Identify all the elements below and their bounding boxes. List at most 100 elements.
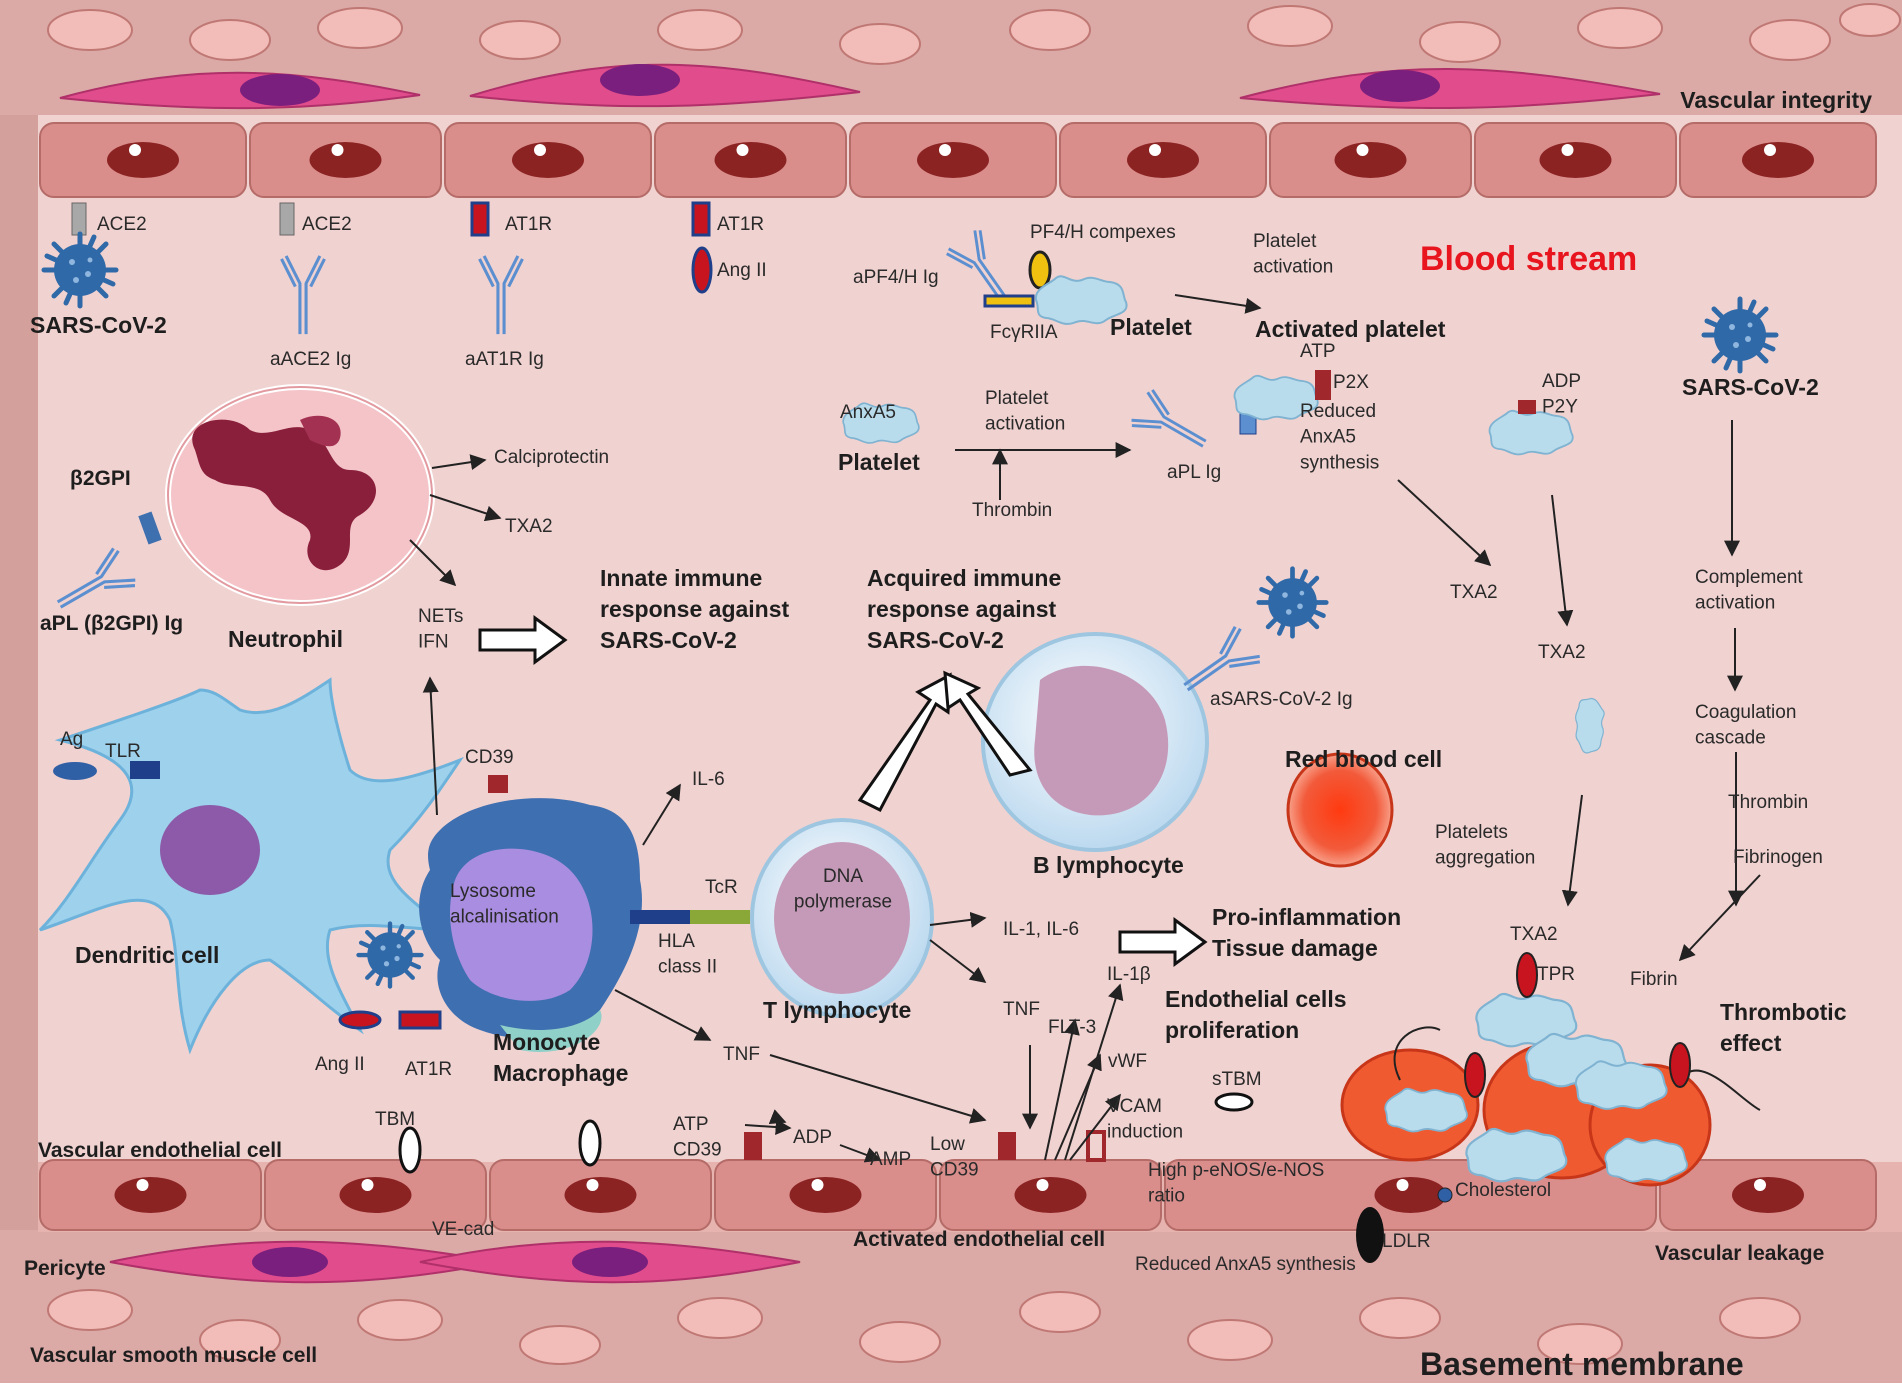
label-t-lymphocyte: T lymphocyte bbox=[763, 997, 911, 1023]
endothelium-bottom bbox=[38, 1159, 1902, 1232]
label-aat1r-ig: aAT1R Ig bbox=[465, 349, 544, 370]
label-tlr: TLR bbox=[105, 741, 141, 762]
label-vwf: vWF bbox=[1108, 1051, 1147, 1072]
ace2-receptor-2 bbox=[279, 202, 295, 236]
sars-cov2-virus-right bbox=[1704, 299, 1776, 371]
label-adp-bottom: ADP bbox=[793, 1127, 832, 1148]
label-apf4h-ig: aPF4/H Ig bbox=[853, 267, 939, 288]
left-vessel-wall bbox=[0, 0, 38, 1383]
smooth-muscle-ovals-bottom bbox=[47, 1289, 1801, 1365]
ang2-molecule-top bbox=[691, 246, 713, 294]
sars-cov2-virus-b-cell bbox=[1259, 569, 1327, 637]
label-sars-left: SARS-CoV-2 bbox=[30, 312, 167, 338]
thrombus-cluster bbox=[1340, 952, 1761, 1203]
stbm-marker bbox=[1214, 1092, 1254, 1112]
monocyte-macrophage-cell bbox=[419, 775, 750, 1052]
sars-cov2-virus-left bbox=[44, 234, 116, 306]
label-vascular-integrity: Vascular integrity bbox=[1680, 87, 1872, 113]
innate-hollow-arrow bbox=[478, 615, 568, 665]
label-calciprotectin: Calciprotectin bbox=[494, 447, 609, 468]
ldlr-receptor bbox=[1356, 1207, 1384, 1263]
at1r-receptor-1 bbox=[470, 201, 490, 237]
p2y-platelet bbox=[1488, 400, 1574, 456]
label-ag: Ag bbox=[60, 729, 83, 750]
label-fibrin: Fibrin bbox=[1630, 969, 1678, 990]
at1r-receptor-2 bbox=[691, 201, 711, 237]
label-basement: Basement membrane bbox=[1420, 1346, 1744, 1382]
inflammation-hollow-arrow bbox=[1118, 917, 1208, 967]
label-activated-endo: Activated endothelial cell bbox=[853, 1228, 1105, 1251]
label-tcr: TcR bbox=[705, 877, 738, 898]
label-reduced-anxa5-bottom: Reduced AnxA5 synthesis bbox=[1135, 1254, 1356, 1275]
label-apl-b2gpi: aPL (β2GPI) Ig bbox=[40, 612, 183, 635]
label-blood-stream: Blood stream bbox=[1420, 240, 1637, 278]
label-apl-ig: aPL Ig bbox=[1167, 462, 1221, 483]
label-ve-cad: VE-cad bbox=[432, 1219, 494, 1240]
label-tpr: TPR bbox=[1537, 964, 1575, 985]
ang2-molecule-bottom bbox=[338, 1010, 382, 1030]
label-il1-il6: IL-1, IL-6 bbox=[1003, 919, 1079, 940]
label-atp-top: ATP bbox=[1300, 341, 1336, 362]
label-b-lymphocyte: B lymphocyte bbox=[1033, 852, 1184, 878]
label-thrombin-mid: Thrombin bbox=[972, 500, 1052, 521]
label-aace2-ig: aACE2 Ig bbox=[270, 349, 351, 370]
label-vasc-endo: Vascular endothelial cell bbox=[38, 1139, 282, 1162]
label-vsmc: Vascular smooth muscle cell bbox=[30, 1344, 317, 1367]
pf4h-complex-platelet bbox=[943, 226, 1128, 325]
label-red-blood-cell: Red blood cell bbox=[1285, 746, 1442, 772]
pathway-arrows bbox=[409, 294, 1761, 1163]
label-at1r-bottom: AT1R bbox=[405, 1059, 452, 1080]
smooth-muscle-ovals-top bbox=[47, 3, 1901, 65]
pericyte-top-1 bbox=[59, 71, 421, 110]
label-anxa5: AnxA5 bbox=[840, 402, 896, 423]
platelet-single bbox=[1573, 696, 1606, 755]
label-ang2-top: Ang II bbox=[717, 260, 767, 281]
neutrophil-cell bbox=[165, 384, 435, 606]
label-sars-right: SARS-CoV-2 bbox=[1682, 374, 1819, 400]
pericyte-top-2 bbox=[469, 63, 861, 108]
label-txa2-c: TXA2 bbox=[1510, 924, 1558, 945]
tbm-marker-1 bbox=[398, 1126, 422, 1174]
label-txa2-neut: TXA2 bbox=[505, 516, 553, 537]
label-flt3: FLT-3 bbox=[1048, 1017, 1096, 1038]
pericyte-top-3 bbox=[1239, 67, 1661, 110]
sars-cov2-virus-monocyte bbox=[359, 924, 422, 987]
ace2-receptor-1 bbox=[71, 202, 87, 236]
label-activated-platelet: Activated platelet bbox=[1255, 316, 1446, 342]
pericyte-bottom-1 bbox=[109, 1240, 501, 1284]
label-ldlr: LDLR bbox=[1382, 1231, 1431, 1252]
apl-platelet bbox=[1127, 370, 1331, 464]
label-at1r-1: AT1R bbox=[505, 214, 552, 235]
acquired-hollow-arrow-2 bbox=[943, 670, 1033, 777]
label-ace2-1: ACE2 bbox=[97, 214, 147, 235]
label-at1r-2: AT1R bbox=[717, 214, 764, 235]
label-dendritic: Dendritic cell bbox=[75, 942, 219, 968]
label-asars-ig: aSARS-CoV-2 Ig bbox=[1210, 689, 1353, 710]
label-tbm: TBM bbox=[375, 1109, 415, 1130]
label-il6-mono: IL-6 bbox=[692, 769, 725, 790]
label-cd39-mono: CD39 bbox=[465, 747, 514, 768]
red-blood-cell bbox=[1286, 752, 1394, 868]
label-cholesterol: Cholesterol bbox=[1455, 1180, 1551, 1201]
label-p2x: P2X bbox=[1333, 372, 1369, 393]
label-il1b: IL-1β bbox=[1107, 964, 1151, 985]
label-pericyte: Pericyte bbox=[24, 1257, 106, 1280]
label-fibrinogen: Fibrinogen bbox=[1733, 847, 1823, 868]
vcam-marker bbox=[1086, 1130, 1106, 1162]
